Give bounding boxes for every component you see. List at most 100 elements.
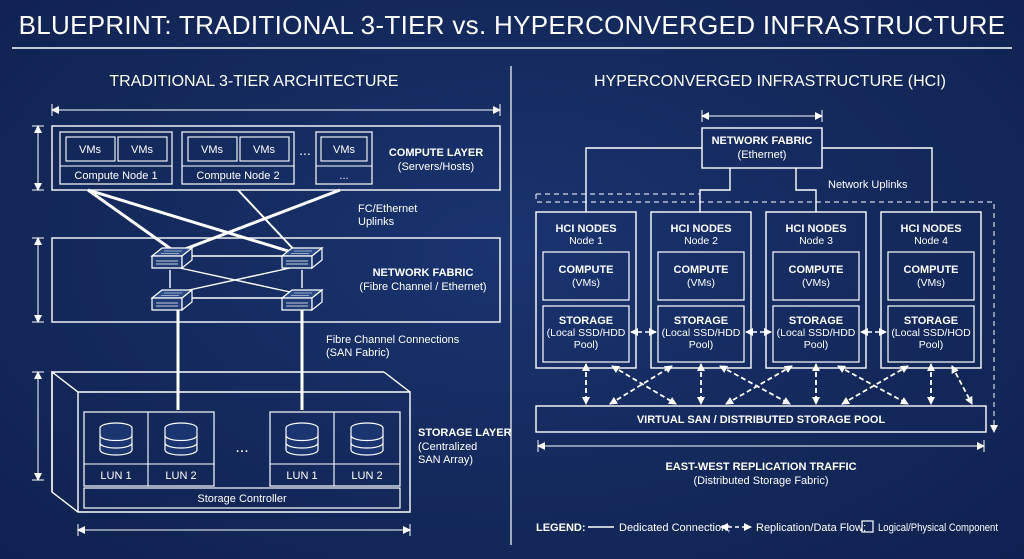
legend: LEGEND: Dedicated Connection; Replicatio… bbox=[536, 520, 998, 534]
fibre-channel-cables bbox=[176, 310, 304, 410]
left-bottom-width-dimension bbox=[77, 524, 411, 536]
storage-ellipsis: ... bbox=[235, 439, 248, 456]
hci-fabric-subtitle: (Ethernet) bbox=[738, 149, 787, 161]
left-network-height-dimension bbox=[32, 237, 44, 323]
hci-storage-label: STORAGE bbox=[904, 315, 958, 327]
hci-node-1: HCI NODES Node 1 COMPUTE (VMs) STORAGE (… bbox=[535, 211, 637, 369]
compute-layer-subtitle: (Servers/Hosts) bbox=[398, 161, 474, 173]
hci-node-title: HCI NODES bbox=[555, 223, 616, 235]
hci-compute-box bbox=[542, 251, 630, 301]
vsan-replication-flows bbox=[582, 363, 973, 405]
disk-icon bbox=[164, 422, 198, 456]
hci-storage-detail: Pool) bbox=[574, 339, 599, 351]
left-width-dimension bbox=[51, 104, 501, 116]
hci-node-number: Node 4 bbox=[914, 235, 948, 247]
right-section-title: HYPERCONVERGED INFRASTRUCTURE (HCI) bbox=[594, 73, 946, 90]
legend-box-swatch bbox=[861, 520, 874, 533]
hci-storage-box bbox=[772, 305, 860, 363]
network-switch-icon bbox=[151, 289, 193, 311]
main-title: BLUEPRINT: TRADITIONAL 3-TIER vs. HYPERC… bbox=[19, 10, 1006, 40]
network-switch-icon bbox=[151, 247, 193, 269]
hci-node-4: HCI NODES Node 4 COMPUTE (VMs) STORAGE (… bbox=[880, 211, 982, 369]
compute-node-2-label: Compute Node 2 bbox=[196, 170, 279, 182]
storage-shelf-group-2 bbox=[269, 411, 401, 487]
compute-node-1-label: Compute Node 1 bbox=[74, 170, 157, 182]
hci-node-3: HCI NODES Node 3 COMPUTE (VMs) STORAGE (… bbox=[765, 211, 867, 369]
hci-node-2: HCI NODES Node 2 COMPUTE (VMs) STORAGE (… bbox=[650, 211, 752, 369]
vm-label: VMs bbox=[333, 144, 356, 156]
vm-box bbox=[65, 136, 116, 162]
compute-ellipsis: ... bbox=[299, 142, 311, 158]
hci-node-title: HCI NODES bbox=[670, 223, 731, 235]
hci-network-fabric-box bbox=[701, 127, 823, 169]
hci-compute-box bbox=[772, 251, 860, 301]
hci-compute-vms: (VMs) bbox=[917, 277, 945, 289]
left-compute-height-dimension bbox=[32, 125, 44, 191]
hci-storage-box bbox=[657, 305, 745, 363]
network-layer-subtitle: (Fibre Channel / Ethernet) bbox=[359, 281, 486, 293]
legend-label: LEGEND: bbox=[536, 522, 586, 534]
storage-controller-box bbox=[83, 487, 401, 509]
storage-layer-sub-2: SAN Array) bbox=[418, 454, 473, 466]
hci-logical-boundary bbox=[535, 194, 998, 433]
vm-label: VMs bbox=[201, 144, 224, 156]
fc-connections-label: Fibre Channel Connections bbox=[326, 334, 460, 346]
hci-storage-detail: Pool) bbox=[919, 339, 944, 351]
hci-storage-box bbox=[542, 305, 630, 363]
vm-box bbox=[187, 136, 238, 162]
network-switch-icon bbox=[281, 247, 323, 269]
hci-storage-box bbox=[887, 305, 975, 363]
vsan-pool-box bbox=[535, 405, 987, 433]
hci-storage-label: STORAGE bbox=[789, 315, 843, 327]
east-west-subtitle: (Distributed Storage Fabric) bbox=[693, 475, 828, 487]
hci-storage-detail: (Local SSD/HDD bbox=[777, 327, 856, 339]
disk-icon bbox=[99, 422, 133, 456]
fc-san-fabric-label: (SAN Fabric) bbox=[326, 347, 390, 359]
legend-logical: Logical/Physical Component bbox=[878, 522, 998, 534]
hci-storage-detail: (Local SSD/HDD bbox=[662, 327, 741, 339]
hci-compute-vms: (VMs) bbox=[687, 277, 715, 289]
disk-icon bbox=[350, 422, 384, 456]
network-switch-icon bbox=[281, 289, 323, 311]
hci-fabric-title: NETWORK FABRIC bbox=[712, 135, 813, 147]
compute-node-1: VMs VMs Compute Node 1 bbox=[59, 131, 173, 185]
vm-label: VMs bbox=[131, 144, 154, 156]
fabric-width-dimension bbox=[701, 110, 823, 122]
east-west-title: EAST-WEST REPLICATION TRAFFIC bbox=[665, 461, 856, 473]
hci-storage-label: STORAGE bbox=[674, 315, 728, 327]
disk-icon bbox=[285, 422, 319, 456]
hci-node-title: HCI NODES bbox=[900, 223, 961, 235]
storage-layer-title: STORAGE LAYER bbox=[418, 427, 512, 439]
lun-label: LUN 2 bbox=[351, 470, 382, 482]
vm-box bbox=[320, 136, 368, 162]
east-west-dimension bbox=[537, 440, 985, 452]
san-array-box bbox=[51, 370, 411, 513]
uplinks-label-1: FC/Ethernet bbox=[358, 203, 417, 215]
compute-layer-box bbox=[51, 125, 501, 191]
lun-label: LUN 1 bbox=[100, 470, 131, 482]
legend-dedicated: Dedicated Connection; bbox=[619, 522, 730, 534]
legend-replication: Replication/Data Flow; bbox=[756, 522, 866, 534]
hci-storage-detail: (Local SSD/HOD bbox=[891, 327, 971, 339]
hci-node-number: Node 3 bbox=[799, 235, 833, 247]
hci-storage-detail: (Local SSD/HDD bbox=[547, 327, 626, 339]
compute-layer-title: COMPUTE LAYER bbox=[389, 147, 483, 159]
hci-compute-box bbox=[887, 251, 975, 301]
vm-box bbox=[117, 136, 168, 162]
hci-compute-label: COMPUTE bbox=[904, 264, 959, 276]
storage-layer-sub-1: (Centralized bbox=[418, 441, 477, 453]
hci-storage-detail: Pool) bbox=[804, 339, 829, 351]
network-uplinks-label: Network Uplinks bbox=[828, 179, 908, 191]
hci-compute-label: COMPUTE bbox=[559, 264, 614, 276]
hci-storage-label: STORAGE bbox=[559, 315, 613, 327]
hci-node-title: HCI NODES bbox=[785, 223, 846, 235]
hci-node-number: Node 2 bbox=[684, 235, 718, 247]
hci-compute-label: COMPUTE bbox=[674, 264, 729, 276]
compute-node-n-label: ... bbox=[339, 170, 348, 182]
lun-label: LUN 2 bbox=[165, 470, 196, 482]
uplinks-label-2: Uplinks bbox=[358, 216, 395, 228]
hci-node-number: Node 1 bbox=[569, 235, 603, 247]
storage-controller-label: Storage Controller bbox=[197, 493, 287, 505]
vm-label: VMs bbox=[79, 144, 102, 156]
